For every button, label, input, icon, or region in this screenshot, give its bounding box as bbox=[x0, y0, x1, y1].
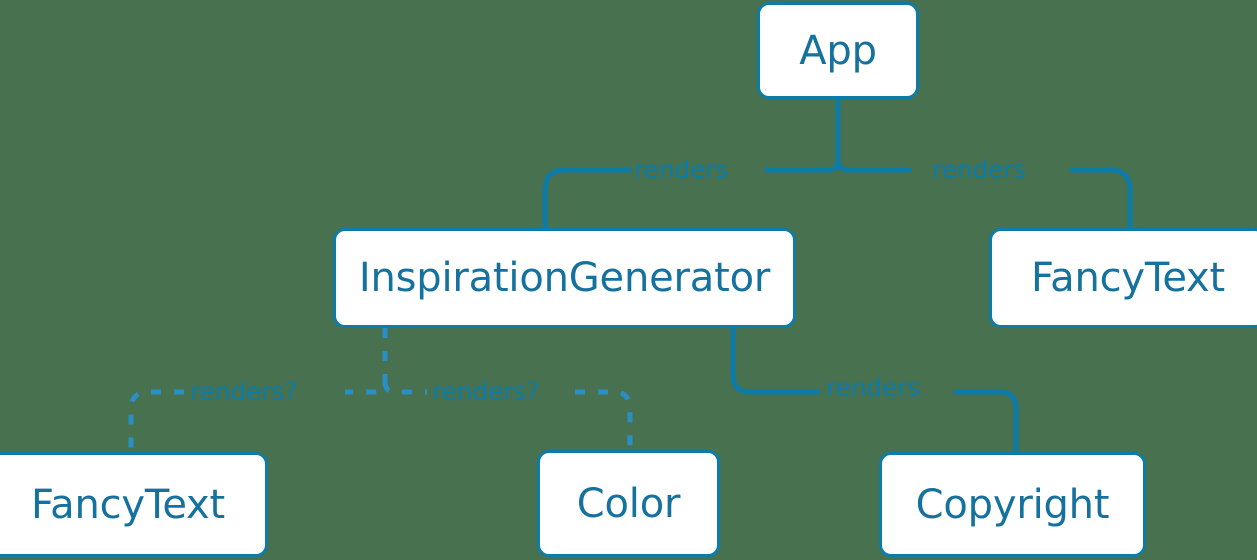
edge-copyright-approach bbox=[953, 389, 1019, 455]
node-color-label: Color bbox=[576, 480, 681, 527]
edge-label-app-to-fancytext: renders bbox=[932, 155, 1027, 184]
edge-inspirationgenerator-to-copyright bbox=[730, 325, 821, 395]
node-fancytext-right[interactable]: FancyText bbox=[989, 228, 1257, 328]
node-fancytext-left[interactable]: FancyText bbox=[0, 452, 268, 557]
node-app[interactable]: App bbox=[757, 2, 919, 99]
edge-inspirationgenerator-dashed-stem-right bbox=[382, 381, 427, 395]
edge-app-stem bbox=[835, 96, 912, 173]
edge-label-inspirationgenerator-to-fancytext: renders? bbox=[190, 377, 298, 406]
edge-label-inspirationgenerator-to-copyright: renders bbox=[826, 373, 921, 402]
edge-inspirationgenerator-to-fancytext bbox=[128, 389, 184, 452]
node-fancytext-right-label: FancyText bbox=[1031, 255, 1225, 301]
edge-app-stem-left bbox=[764, 157, 841, 173]
node-app-label: App bbox=[799, 27, 877, 74]
node-fancytext-left-label: FancyText bbox=[31, 481, 225, 528]
edge-inspirationgenerator-to-color bbox=[575, 389, 633, 450]
edge-inspirationgenerator-dashed-stem bbox=[345, 328, 388, 395]
node-color[interactable]: Color bbox=[537, 450, 720, 557]
node-copyright-label: Copyright bbox=[915, 481, 1110, 528]
edge-label-app-to-inspirationgenerator: renders bbox=[634, 155, 729, 184]
edge-label-inspirationgenerator-to-color: renders? bbox=[432, 377, 540, 406]
node-inspirationgenerator-label: InspirationGenerator bbox=[358, 255, 771, 301]
node-copyright[interactable]: Copyright bbox=[879, 452, 1146, 557]
edge-app-to-inspirationgenerator bbox=[542, 167, 632, 231]
node-inspirationgenerator[interactable]: InspirationGenerator bbox=[333, 228, 796, 328]
edge-app-to-fancytext bbox=[1069, 167, 1133, 231]
